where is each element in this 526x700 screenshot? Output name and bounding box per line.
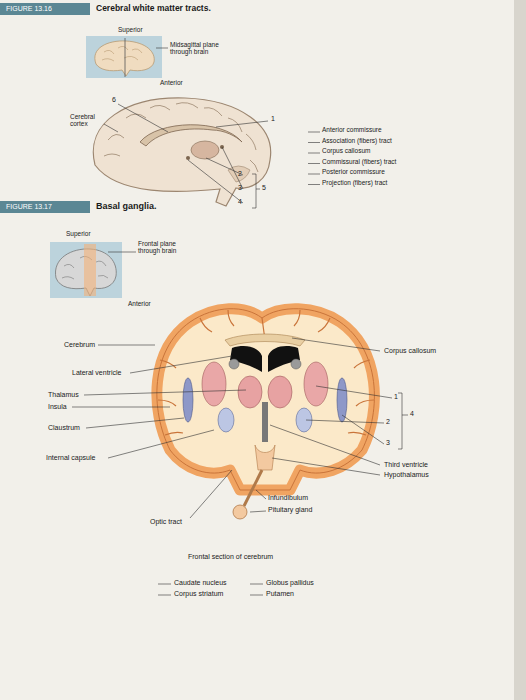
callout-number: 4 [410,410,414,418]
callout-number: 3 [386,439,390,447]
structure-label: Third ventricle [384,461,428,469]
structure-label: Internal capsule [46,454,95,462]
plane-label: Midsagittal plane through brain [170,41,232,56]
structure-label: Claustrum [48,424,80,432]
figure-number: FIGURE 13.17 [6,203,52,211]
answer-option: Corpus striatum [174,590,223,598]
coronal-section [157,309,375,519]
leader-lines [104,104,320,208]
orientation-label: Anterior [128,300,151,307]
callout-number: 2 [386,418,390,426]
structure-label: Corpus callosum [384,347,436,355]
orientation-label: Superior [66,230,91,237]
structure-label: Thalamus [48,391,79,399]
answer-option: Projection (fibers) tract [322,179,387,186]
answer-option: Globus pallidus [266,579,314,587]
callout-number: 4 [238,198,242,206]
figure-title: Basal ganglia. [96,201,157,211]
callout-number: 5 [262,184,266,192]
structure-label: Optic tract [150,518,182,526]
orientation-label: Superior [118,26,143,33]
answer-option: Caudate nucleus [174,579,227,587]
plane-label: Frontal plane through brain [138,240,184,255]
page-edge [514,0,526,700]
callout-number: 2 [238,170,242,178]
figure-title: Cerebral white matter tracts. [96,4,211,14]
structure-label: Lateral ventricle [72,369,121,377]
structure-label: Cerebral cortex [70,113,104,128]
answer-option: Posterior commissure [322,168,385,175]
callout-number: 1 [271,115,275,123]
figure-band [0,201,90,213]
midsagittal-brain [93,98,270,206]
answer-option: Putamen [266,590,294,598]
figure-band [0,3,90,15]
callout-number: 3 [238,184,242,192]
callout-number: 1 [394,393,398,401]
structure-label: Hypothalamus [384,471,429,479]
orientation-label: Anterior [160,79,183,86]
structure-label: Pituitary gland [268,506,312,514]
structure-label: Infundibulum [268,494,308,502]
figure-number: FIGURE 13.16 [6,5,52,13]
structure-label: Insula [48,403,67,411]
answer-option: Corpus callosum [322,147,370,154]
answer-option: Anterior commissure [322,126,382,133]
inset-brain [50,242,136,298]
answer-option: Association (fibers) tract [322,137,392,144]
inset-brain [86,36,168,78]
answer-option: Commissural (fibers) tract [322,158,396,165]
callout-number: 6 [112,96,116,104]
section-caption: Frontal section of cerebrum [188,553,273,561]
leader-lines [72,338,408,595]
structure-label: Cerebrum [64,341,95,349]
